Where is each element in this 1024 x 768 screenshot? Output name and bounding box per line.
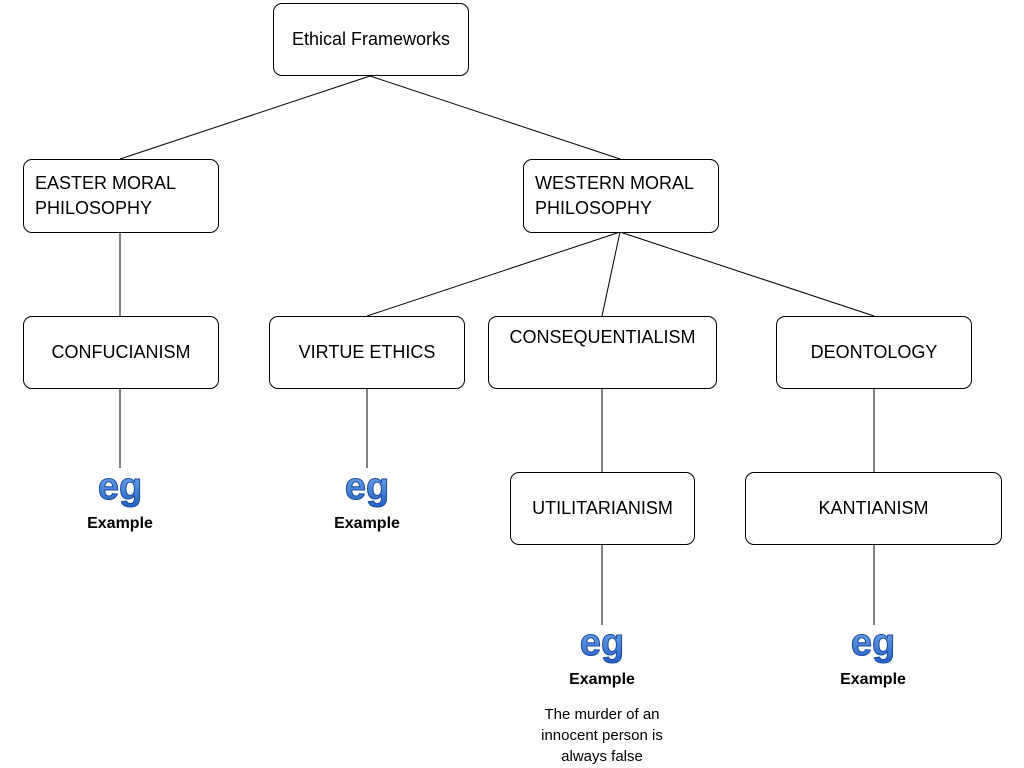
western-node-label: WESTERN MORAL PHILOSOPHY xyxy=(535,173,695,218)
node-virtue-ethics: VIRTUE ETHICS xyxy=(269,316,465,389)
svg-text:eg: eg xyxy=(851,626,895,664)
example-virtue-ethics: eg Example xyxy=(287,470,447,534)
example-label: Example xyxy=(87,515,153,532)
virtue-ethics-label: VIRTUE ETHICS xyxy=(298,342,436,362)
consequentialism-label: CONSEQUENTIALISM xyxy=(509,327,696,347)
example-label: Example xyxy=(840,671,906,688)
root-node-ethical-frameworks: Ethical Frameworks xyxy=(273,3,469,76)
node-utilitarianism: UTILITARIANISM xyxy=(510,472,695,545)
deontology-label: DEONTOLOGY xyxy=(810,342,938,362)
eg-example-icon: eg xyxy=(97,470,142,509)
example-utilitarianism: eg Example xyxy=(522,626,682,690)
eg-example-icon: eg xyxy=(344,470,389,509)
connector-western-deontology xyxy=(619,231,875,317)
connector-root-western xyxy=(369,75,621,160)
svg-text:eg: eg xyxy=(98,470,142,508)
node-eastern-moral-philosophy: EASTER MORAL PHILOSOPHY xyxy=(23,159,219,233)
confucianism-label: CONFUCIANISM xyxy=(51,342,191,362)
example-confucianism: eg Example xyxy=(40,470,200,534)
example-kantianism: eg Example xyxy=(793,626,953,690)
eg-example-icon: eg xyxy=(850,626,895,665)
node-western-moral-philosophy: WESTERN MORAL PHILOSOPHY xyxy=(523,159,719,233)
node-consequentialism: CONSEQUENTIALISM xyxy=(488,316,717,389)
utilitarianism-label: UTILITARIANISM xyxy=(532,498,673,518)
example-note-kantianism: The murder of an innocent person is alwa… xyxy=(541,706,663,765)
svg-text:eg: eg xyxy=(580,626,624,664)
connector-western-consequentialism xyxy=(601,231,621,317)
eastern-node-label: EASTER MORAL PHILOSOPHY xyxy=(35,173,177,218)
node-kantianism: KANTIANISM xyxy=(745,472,1002,545)
node-confucianism: CONFUCIANISM xyxy=(23,316,219,389)
connector-root-eastern xyxy=(119,75,371,160)
example-label: Example xyxy=(334,515,400,532)
root-node-label: Ethical Frameworks xyxy=(291,29,451,49)
svg-text:eg: eg xyxy=(345,470,389,508)
connector-western-virtue xyxy=(366,231,621,317)
eg-example-icon: eg xyxy=(579,626,624,665)
example-label: Example xyxy=(569,671,635,688)
node-deontology: DEONTOLOGY xyxy=(776,316,972,389)
kantianism-label: KANTIANISM xyxy=(818,498,929,518)
